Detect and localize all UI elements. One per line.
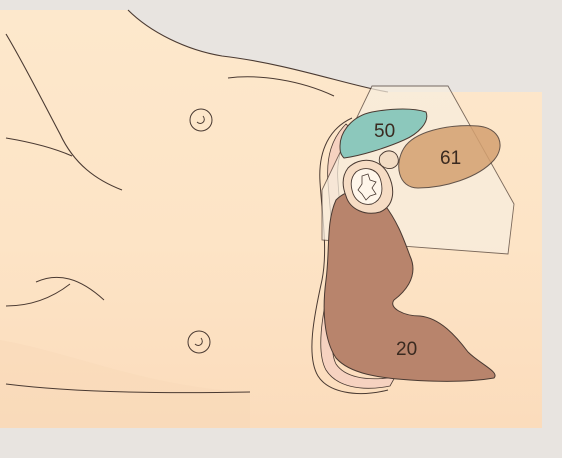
region-a-label: 50 xyxy=(374,121,395,142)
region-c-label: 20 xyxy=(396,339,417,360)
region-b-label: 61 xyxy=(440,148,461,169)
